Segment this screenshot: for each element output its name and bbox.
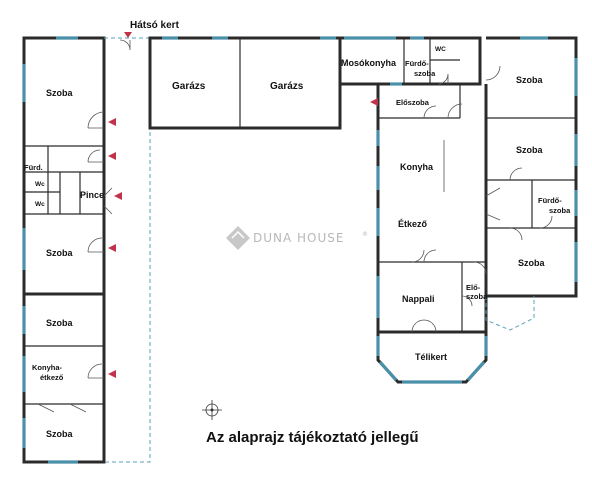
hall-mid-label-2: szoba xyxy=(466,292,488,301)
right-wing xyxy=(485,36,578,331)
watermark-registered-mark: ® xyxy=(362,231,369,238)
kitchen-dining-label-2: étkező xyxy=(40,373,64,382)
bathroom-top-label-2: szoba xyxy=(414,69,436,78)
left-room-4-label: Szoba xyxy=(46,429,73,439)
entrance-arrow-icon xyxy=(108,370,116,378)
laundry-label: Mosókonyha xyxy=(341,58,397,68)
winter-garden-label: Télikert xyxy=(415,352,447,362)
entrance-arrow-icon xyxy=(108,118,116,126)
hall-mid-label-1: Elő- xyxy=(466,283,481,292)
service-block xyxy=(338,36,482,86)
watermark-text: DUNA HOUSE xyxy=(253,231,344,245)
left-wc-2-label: Wc xyxy=(35,201,45,208)
dining-label: Étkező xyxy=(398,219,428,229)
living-label: Nappali xyxy=(402,294,435,304)
left-room-3-label: Szoba xyxy=(46,318,73,328)
wc-top-label: WC xyxy=(435,46,446,53)
entrance-arrows xyxy=(108,32,378,378)
right-room-1-label: Szoba xyxy=(516,75,543,85)
entrance-arrow-icon xyxy=(108,152,116,160)
garage-2-label: Garázs xyxy=(270,81,304,92)
hall-top-label: Előszoba xyxy=(396,98,430,107)
left-room-2-label: Szoba xyxy=(46,248,73,258)
entrance-arrow-icon xyxy=(370,98,378,106)
cellar-label: Pince xyxy=(80,190,104,200)
compass-icon xyxy=(202,400,222,420)
kitchen-label: Konyha xyxy=(400,162,434,172)
entrance-arrow-icon xyxy=(124,32,132,38)
duna-house-logo-icon xyxy=(226,226,250,250)
garage-1-label: Garázs xyxy=(172,81,206,92)
bathroom-right-label-1: Fürdő- xyxy=(538,196,562,205)
left-room-1-label: Szoba xyxy=(46,88,73,98)
back-garden-label: Hátsó kert xyxy=(130,20,180,31)
bathroom-top-label-1: Fürdő- xyxy=(405,59,429,68)
room-labels: Hátsó kert Garázs Garázs Mosókonyha Fürd… xyxy=(24,20,571,439)
kitchen-dining-label-1: Konyha- xyxy=(32,363,63,372)
entrance-arrow-icon xyxy=(114,192,122,200)
left-wc-1-label: Wc xyxy=(35,181,45,188)
winter-garden-shape xyxy=(376,332,488,384)
entrance-arrow-icon xyxy=(108,244,116,252)
left-bath-label: Fürd. xyxy=(24,163,43,172)
watermark: DUNA HOUSE ® xyxy=(226,226,369,250)
left-wing xyxy=(22,36,113,464)
bathroom-right-label-2: szoba xyxy=(549,206,571,215)
disclaimer-text: Az alaprajz tájékoztató jellegű xyxy=(206,429,419,446)
corridor-outline xyxy=(104,37,340,463)
right-room-3-label: Szoba xyxy=(518,258,545,268)
right-room-2-label: Szoba xyxy=(516,145,543,155)
central-block xyxy=(376,82,488,334)
